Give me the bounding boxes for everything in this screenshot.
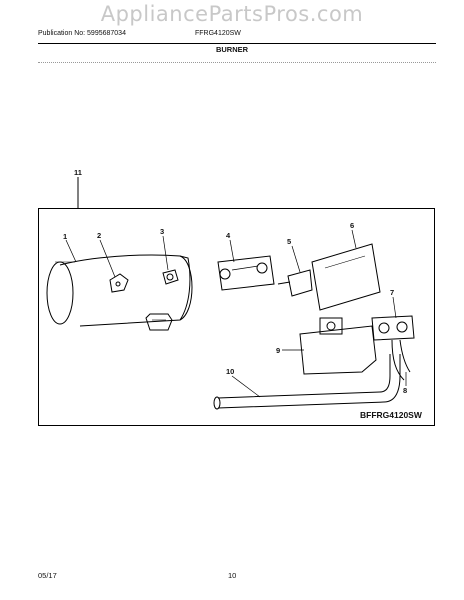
model-number: FFRG4120SW [195, 30, 241, 37]
section-title: BURNER [215, 45, 249, 54]
callout-7: 7 [390, 288, 395, 297]
tube-bracket [99, 239, 129, 293]
header-rule [38, 43, 436, 44]
footer-date: 05/17 [38, 571, 57, 580]
dotted-rule [38, 62, 436, 63]
flame-sensor-bracket [311, 229, 381, 311]
callout-2: 2 [97, 231, 102, 240]
callout-3: 3 [160, 227, 165, 236]
publication-number: Publication No: 5995687034 [38, 30, 126, 37]
callout-5: 5 [287, 237, 292, 246]
mounting-plate [217, 239, 275, 291]
gas-supply-pipe [213, 354, 401, 410]
watermark: AppliancePartsPros.com [100, 2, 364, 26]
gas-valve-coils [371, 296, 415, 341]
callout-11: 11 [74, 168, 82, 177]
callout-10: 10 [226, 367, 235, 376]
diagram-frame [38, 208, 435, 426]
callout-1: 1 [63, 232, 68, 241]
diagram-model-label: BFFRG4120SW [360, 410, 422, 420]
callout-9: 9 [276, 346, 281, 355]
page-number: 10 [228, 571, 237, 580]
callout-4: 4 [226, 231, 231, 240]
callout-8: 8 [403, 386, 408, 395]
burner-tube [46, 254, 193, 331]
wire-harness [391, 339, 411, 386]
callout-6: 6 [350, 221, 355, 230]
gas-valve-body [282, 317, 377, 375]
igniter [277, 245, 313, 297]
orifice-fitting [162, 235, 179, 285]
